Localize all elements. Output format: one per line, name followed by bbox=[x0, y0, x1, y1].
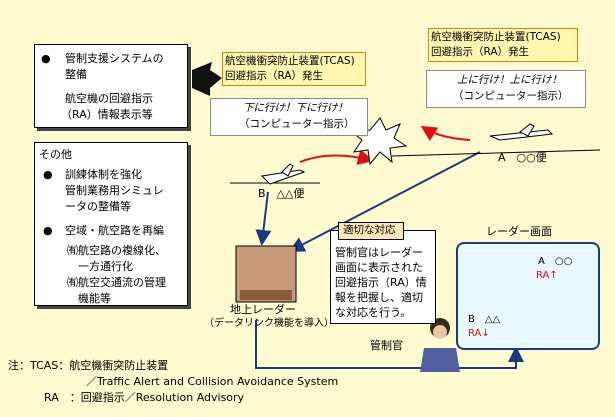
airspace-line1: 空域・航空路を再編 bbox=[65, 224, 164, 237]
support-sub-line2: （RA）情報表示等 bbox=[61, 108, 153, 121]
link-a-to-radar bbox=[288, 151, 481, 252]
tcas-a-line1: 航空機衝突防止装置(TCAS) bbox=[431, 31, 561, 43]
training-line2: 管制業務用シミュレ bbox=[65, 184, 164, 197]
radar-screen: A ○○ RA↑ B △△ RA↓ bbox=[456, 242, 600, 350]
link-radar-to-screen bbox=[255, 320, 524, 369]
radar-b-ra: RA↓ bbox=[468, 328, 490, 339]
training-line3: ータの整備等 bbox=[65, 200, 131, 213]
support-sub-line1: 航空機の回避指示 bbox=[65, 92, 153, 105]
aircraft-b-label: B △△便 bbox=[258, 187, 305, 200]
note-tcas: 注：TCAS：航空機衝突防止装置 bbox=[8, 359, 169, 372]
bullet-dot-2: ● bbox=[43, 168, 53, 181]
bullet-dot-1: ● bbox=[41, 52, 51, 65]
response-line5: な対応を行う。 bbox=[335, 306, 412, 319]
aircraft-b-icon bbox=[260, 163, 306, 185]
computer-bubble-a: 上に行け！上に行け！ （コンピューター指示） bbox=[426, 70, 586, 108]
response-line2: 画面に表示された bbox=[335, 261, 423, 274]
radar-b-label: B △△ bbox=[468, 314, 501, 325]
airspace-sub2: 一方通行化 bbox=[67, 260, 133, 273]
flight-path-a bbox=[391, 149, 601, 157]
support-system-box: ● 管制支援システムの 整備 航空機の回避指示 （RA）情報表示等 bbox=[34, 44, 188, 128]
ground-radar-label: 地上レーダー bbox=[230, 303, 296, 316]
computer-a-line2: （コンピューター指示） bbox=[453, 90, 569, 102]
aircraft-a-icon bbox=[489, 123, 554, 141]
big-pointer-arrow bbox=[192, 62, 222, 96]
radar-screen-title: レーダー画面 bbox=[486, 225, 552, 238]
tcas-b-label: 航空機衝突防止装置(TCAS) 回避指示（RA）発生 bbox=[222, 52, 366, 86]
computer-a-line1: 上に行け！上に行け！ bbox=[457, 74, 562, 86]
bullet-dot-3: ● bbox=[43, 224, 53, 237]
red-curve-a bbox=[420, 125, 471, 142]
proper-response-tag-text: 適切な対応 bbox=[343, 224, 396, 236]
other-measures-box: その他 ● 訓練体制を強化 管制業務用シミュレ ータの整備等 ● 空域・航空路を… bbox=[34, 142, 188, 306]
ground-radar-icon bbox=[235, 245, 297, 303]
controller-label: 管制官 bbox=[370, 339, 403, 352]
training-line1: 訓練体制を強化 bbox=[65, 168, 142, 181]
response-line3: 回避指示（RA）情 bbox=[335, 276, 427, 289]
link-b-to-radar bbox=[255, 191, 272, 246]
tcas-a-label: 航空機衝突防止装置(TCAS) 回避指示（RA）発生 bbox=[428, 28, 578, 62]
collision-burst-icon bbox=[350, 117, 408, 166]
note-tcas-en: ／Traffic Alert and Collision Avoidance S… bbox=[86, 375, 339, 388]
radar-a-ra: RA↑ bbox=[536, 270, 558, 281]
controller-icon bbox=[420, 318, 460, 372]
other-title: その他 bbox=[39, 148, 72, 161]
airspace-sub3: ㈲航空交通流の管理 bbox=[67, 276, 166, 289]
airspace-sub1: ㈲航空路の複線化、 bbox=[67, 244, 166, 257]
airspace-sub4: 機能等 bbox=[67, 292, 111, 305]
radar-a-label: A ○○ bbox=[538, 256, 573, 267]
computer-bubble-b: 下に行け！下に行け！ （コンピューター指示） bbox=[210, 98, 368, 136]
proper-response-tag: 適切な対応 bbox=[338, 222, 404, 240]
proper-response-box: 管制官はレーダー 画面に表示された 回避指示（RA）情 報を把握し、適切 な対応… bbox=[330, 230, 436, 324]
computer-b-line2: （コンピューター指示） bbox=[239, 118, 355, 130]
response-line1: 管制官はレーダー bbox=[335, 246, 423, 259]
tcas-b-line2: 回避指示（RA）発生 bbox=[225, 70, 324, 82]
response-line4: 報を把握し、適切 bbox=[335, 291, 423, 304]
red-curve-b bbox=[299, 149, 374, 165]
support-bullet-line1: 管制支援システムの bbox=[65, 52, 164, 65]
note-ra: RA ：回避指示／Resolution Advisory bbox=[44, 391, 245, 404]
tcas-b-line1: 航空機衝突防止装置(TCAS) bbox=[225, 55, 355, 67]
tcas-a-line2: 回避指示（RA）発生 bbox=[431, 46, 530, 58]
ground-radar-sublabel: （データリンク機能を導入） bbox=[204, 318, 334, 329]
support-bullet-line2: 整備 bbox=[65, 68, 87, 81]
aircraft-a-label: A ○○便 bbox=[498, 151, 547, 164]
computer-b-line1: 下に行け！下に行け！ bbox=[243, 102, 348, 114]
